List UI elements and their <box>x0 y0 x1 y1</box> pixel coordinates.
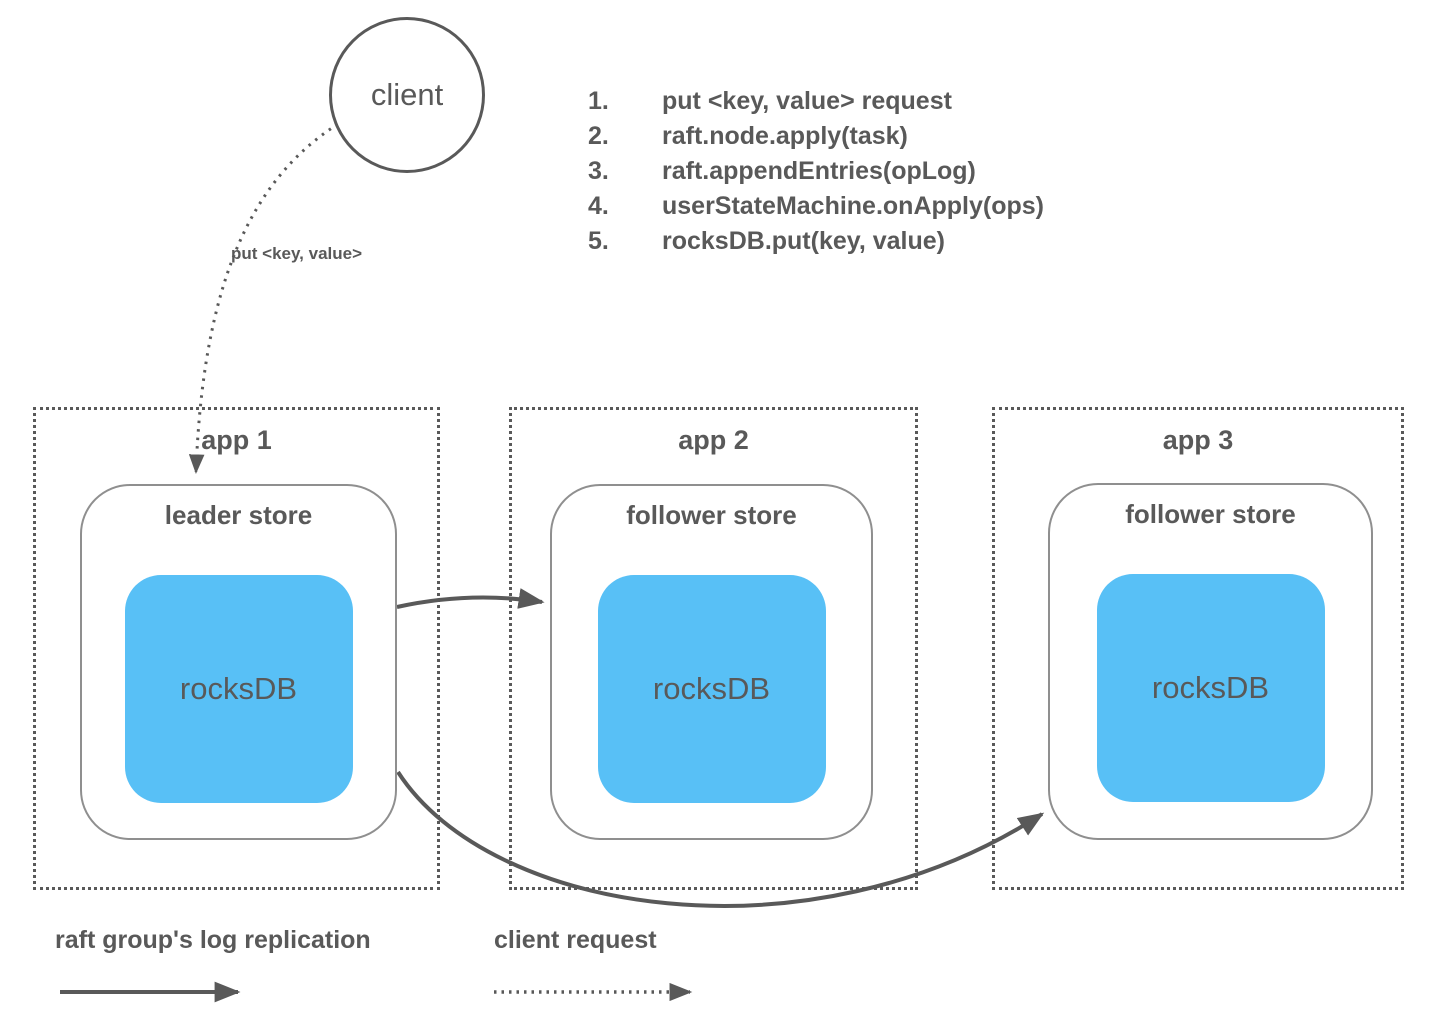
step-number: 2. <box>588 122 609 150</box>
call-sequence-list: 1. put <key, value> request 2. raft.node… <box>588 84 1044 259</box>
step-text: userStateMachine.onApply(ops) <box>662 192 1044 220</box>
app1-rocksdb-box: rocksDB <box>124 575 353 803</box>
step-number: 4. <box>588 192 609 220</box>
step-number: 5. <box>588 227 609 255</box>
list-item: 5. rocksDB.put(key, value) <box>588 224 1044 259</box>
rocksdb-label: rocksDB <box>179 671 298 706</box>
app2-follower-store: follower store rocksDB <box>550 484 873 840</box>
app1-label: app 1 <box>201 425 272 455</box>
step-number: 3. <box>588 157 609 185</box>
rocksdb-label: rocksDB <box>1151 670 1270 705</box>
step-text: rocksDB.put(key, value) <box>662 227 945 255</box>
step-number: 1. <box>588 87 609 115</box>
app1-container: app 1 leader store rocksDB <box>33 407 440 890</box>
list-item: 4. userStateMachine.onApply(ops) <box>588 189 1044 224</box>
app3-container: app 3 follower store rocksDB <box>992 407 1404 890</box>
step-text: raft.appendEntries(opLog) <box>662 157 976 185</box>
follower-store-label: follower store <box>1125 499 1296 529</box>
client-node: client <box>329 17 485 173</box>
app2-rocksdb-box: rocksDB <box>597 575 826 803</box>
app2-label: app 2 <box>678 425 749 455</box>
client-arrow-label: put <key, value> <box>231 244 363 263</box>
app2-container: app 2 follower store rocksDB <box>509 407 918 890</box>
step-text: put <key, value> request <box>662 87 952 115</box>
list-item: 3. raft.appendEntries(opLog) <box>588 154 1044 189</box>
leader-store-label: leader store <box>164 500 313 530</box>
app1-leader-store: leader store rocksDB <box>80 484 397 840</box>
legend-replication-label: raft group's log replication <box>55 926 371 954</box>
list-item: 2. raft.node.apply(task) <box>588 119 1044 154</box>
app3-follower-store: follower store rocksDB <box>1048 483 1373 840</box>
app3-rocksdb-box: rocksDB <box>1096 574 1325 802</box>
follower-store-label: follower store <box>626 500 797 530</box>
client-label: client <box>370 77 444 112</box>
list-item: 1. put <key, value> request <box>588 84 1044 119</box>
legend-client-label: client request <box>494 926 657 954</box>
rocksdb-label: rocksDB <box>652 671 771 706</box>
step-text: raft.node.apply(task) <box>662 122 908 150</box>
app3-label: app 3 <box>1162 425 1234 455</box>
